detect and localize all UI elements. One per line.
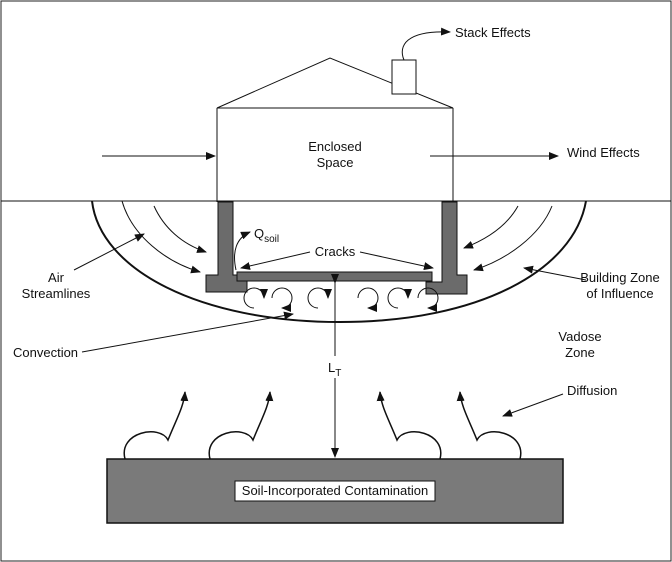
q-soil-label: Qsoil <box>254 226 279 245</box>
convection-label: Convection <box>13 345 78 360</box>
lt-main: L <box>328 360 335 375</box>
lt-label: LT <box>328 360 341 379</box>
stack-effects-label: Stack Effects <box>455 25 531 40</box>
right-footing <box>425 201 468 295</box>
chimney <box>391 59 417 95</box>
enclosed-space-label-2: Space <box>317 155 354 170</box>
enclosed-space-label-1: Enclosed <box>308 139 361 154</box>
wind-effects-label: Wind Effects <box>567 145 640 160</box>
lt-sub: T <box>335 368 341 379</box>
building-zone-label-2: of Influence <box>586 286 653 301</box>
diffusion-pointer <box>502 393 564 417</box>
zone-of-influence-arc <box>91 200 587 324</box>
convection-pointer <box>81 311 294 353</box>
left-footing <box>205 201 248 293</box>
cracks-label: Cracks <box>315 244 356 259</box>
vadose-label-2: Zone <box>565 345 595 360</box>
contamination-label-box <box>234 480 436 502</box>
floor-slab <box>236 271 433 282</box>
air-streamlines-pointer <box>73 233 145 271</box>
q-soil-main: Q <box>254 226 264 241</box>
left-streamlines <box>121 200 207 274</box>
vadose-label-1: Vadose <box>558 329 601 344</box>
stack-effects-arrow <box>401 27 451 61</box>
building-zone-label-1: Building Zone <box>580 270 660 285</box>
lt-label-bg <box>322 356 348 378</box>
house <box>216 57 454 202</box>
air-streamlines-label-2: Streamlines <box>22 286 91 301</box>
cracks-arrow-right <box>359 251 434 270</box>
building-zone-pointer <box>523 265 587 281</box>
contamination-label: Soil-Incorporated Contamination <box>242 483 428 498</box>
q-soil-sub: soil <box>264 234 279 245</box>
convection-loops <box>243 287 439 312</box>
diffusion-arrows <box>123 391 522 460</box>
air-streamlines-label-1: Air <box>48 270 65 285</box>
house-roof <box>216 57 454 109</box>
diffusion-label: Diffusion <box>567 383 617 398</box>
q-soil-arrow <box>234 231 251 271</box>
cracks-arrow-left <box>240 251 311 270</box>
right-streamlines <box>463 205 553 272</box>
